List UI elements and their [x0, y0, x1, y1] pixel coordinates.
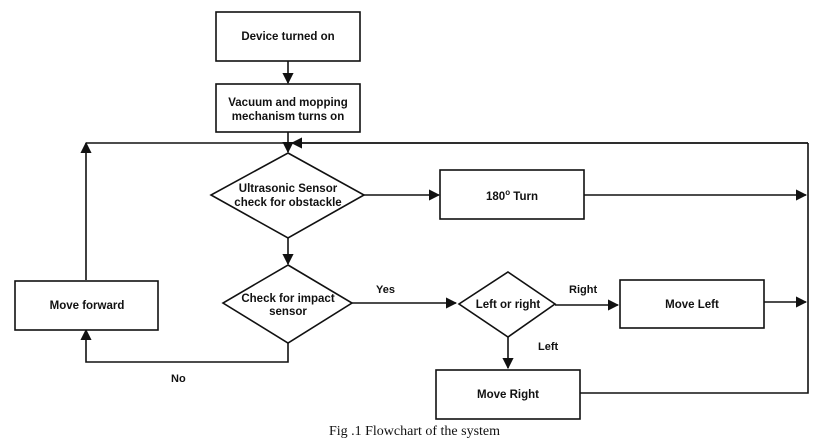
node-vacuum-label-line1: Vacuum and mopping	[228, 97, 347, 109]
node-move-right-label: Move Right	[477, 389, 539, 401]
node-180-turn-label: 180o Turn	[486, 188, 538, 203]
node-move-left-label: Move Left	[665, 299, 719, 311]
node-vacuum-label-line2: mechanism turns on	[232, 111, 344, 123]
edges	[80, 61, 809, 394]
edge-label-right: Right	[569, 284, 597, 296]
edge-label-yes: Yes	[376, 284, 395, 296]
edge-label-no: No	[171, 373, 186, 385]
node-device-turned-on-label: Device turned on	[241, 31, 334, 43]
node-move-forward: Move forward	[14, 280, 159, 331]
decision-impact-label-line1: Check for impact	[241, 293, 334, 305]
decision-left-or-right: Left or right	[457, 271, 557, 338]
degree-superscript: o	[505, 188, 510, 197]
node-180-turn: 180o Turn	[439, 169, 585, 220]
node-move-left: Move Left	[619, 279, 765, 329]
edge-label-left: Left	[538, 341, 559, 353]
decision-ultrasonic-sensor: Ultrasonic Sensor check for obstackle	[209, 152, 366, 239]
edge-impact-no-to-moveforward	[80, 328, 289, 363]
decision-ultrasonic-label-line1: Ultrasonic Sensor	[239, 183, 338, 195]
node-vacuum-mopping-on: Vacuum and mopping mechanism turns on	[215, 83, 361, 133]
edge-moveright-to-right-bus	[580, 143, 809, 394]
node-device-turned-on: Device turned on	[215, 11, 361, 62]
node-move-right: Move Right	[435, 369, 581, 420]
figure-caption: Fig .1 Flowchart of the system	[328, 424, 501, 439]
decision-impact-sensor: Check for impact sensor	[221, 264, 354, 344]
decision-left-or-right-label: Left or right	[476, 299, 541, 311]
node-move-forward-label: Move forward	[50, 300, 125, 312]
decision-ultrasonic-label-line2: check for obstackle	[234, 197, 341, 209]
decision-impact-label-line2: sensor	[269, 306, 307, 318]
